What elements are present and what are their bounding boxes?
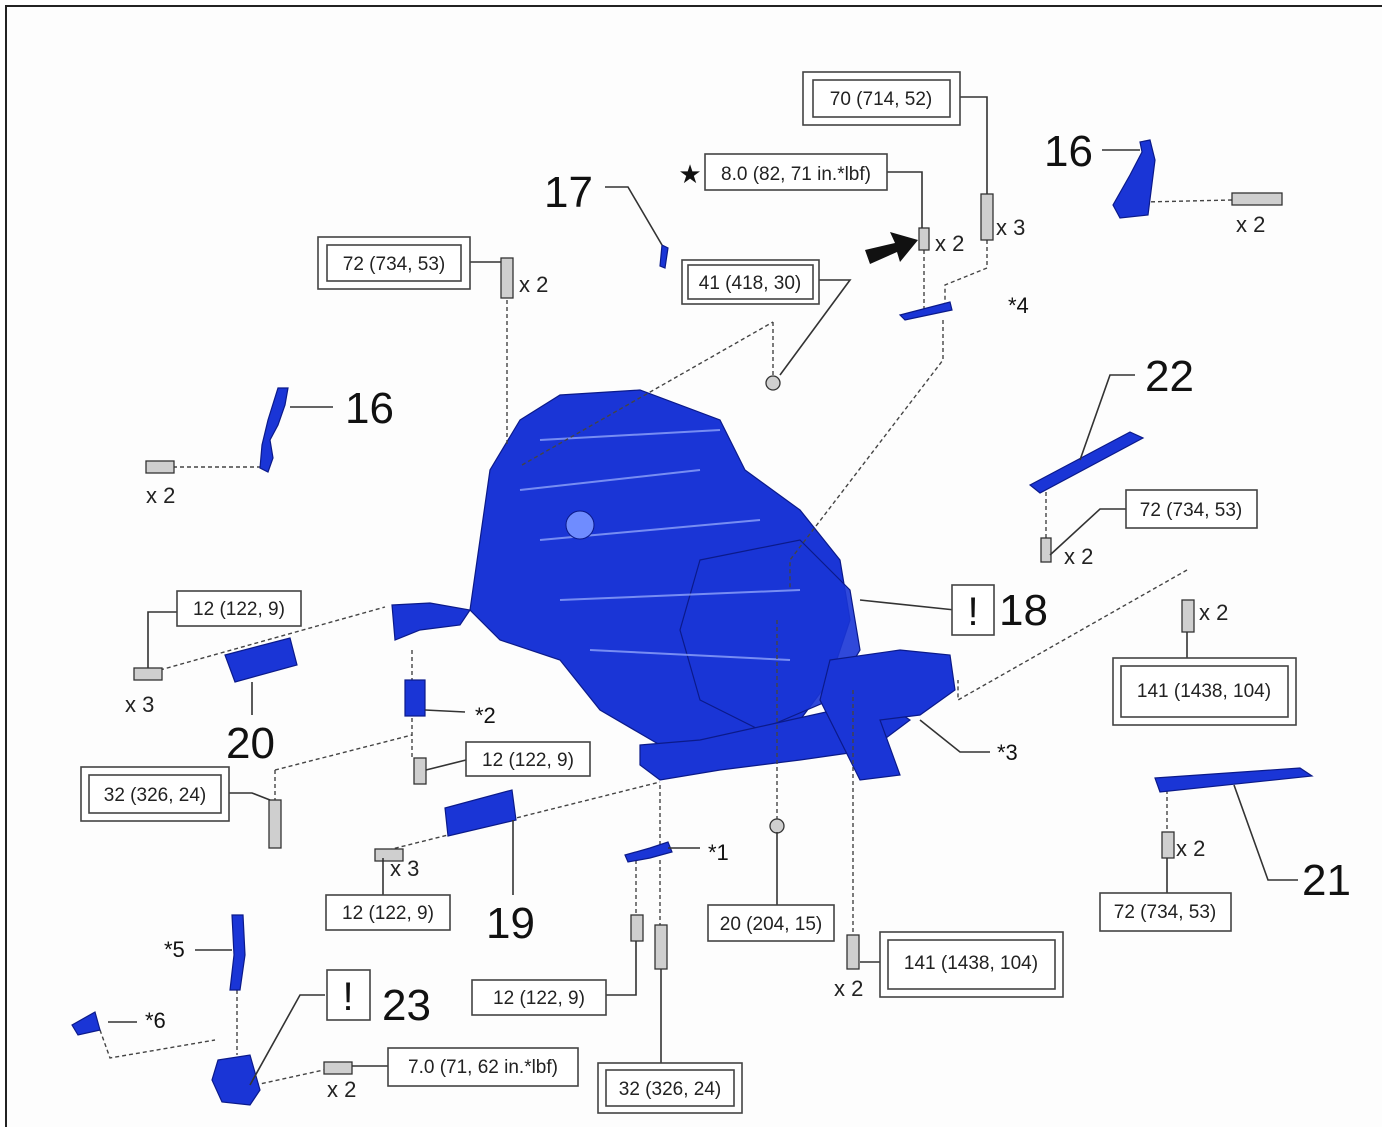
bolt-72-top xyxy=(500,257,514,299)
bolt-12-bottom xyxy=(630,914,644,942)
part-6 xyxy=(71,1011,101,1036)
bolt-141-bottom xyxy=(846,934,860,970)
engine-assembly xyxy=(391,389,956,781)
hook-16-left xyxy=(259,387,289,473)
qty-x3-top: x 3 xyxy=(996,215,1025,240)
torque-7: 7.0 (71, 62 in.*lbf) xyxy=(408,1057,558,1078)
bolt-12-mid xyxy=(413,757,427,785)
left-bracket xyxy=(391,602,472,641)
bar-21 xyxy=(1154,767,1314,793)
quantity-labels: x 3 x 2 x 2 x 2 x 2 x 2 x 2 x 3 x 3 x 2 … xyxy=(125,212,1265,1102)
parts xyxy=(71,139,1314,1106)
part-18: 18 xyxy=(999,586,1048,635)
torque-callouts: 70 (714, 52) 8.0 (82, 71 in.*lbf) ★ 72 (… xyxy=(80,71,1297,1114)
bolt-star xyxy=(918,227,930,251)
qty-x2-22: x 2 xyxy=(1064,544,1093,569)
torque-32-left: 32 (326, 24) xyxy=(104,785,206,806)
note-5: *5 xyxy=(164,937,185,962)
torque-32-bottom: 32 (326, 24) xyxy=(619,1079,721,1100)
bolt-21 xyxy=(1161,831,1175,859)
bolt-22 xyxy=(1040,537,1052,563)
torque-141-right: 141 (1438, 104) xyxy=(1137,681,1271,702)
note-1: *1 xyxy=(708,840,729,865)
bolt-19 xyxy=(374,848,404,862)
insulator-2 xyxy=(404,679,426,717)
hook-16-top xyxy=(1112,139,1156,219)
part-21: 21 xyxy=(1302,856,1351,905)
bolt-70 xyxy=(980,193,994,241)
bracket-1 xyxy=(624,841,673,863)
torque-star: 8.0 (82, 71 in.*lbf) xyxy=(721,164,871,185)
caution-markers: ! ! xyxy=(326,584,995,1021)
note-6: *6 xyxy=(145,1008,166,1033)
torque-20: 20 (204, 15) xyxy=(720,914,822,935)
bolt-32-left xyxy=(268,799,282,849)
part-19: 19 xyxy=(486,899,535,948)
torque-12-left: 12 (122, 9) xyxy=(193,599,285,620)
qty-x2-16top: x 2 xyxy=(1236,212,1265,237)
torque-72-21: 72 (734, 53) xyxy=(1114,902,1216,923)
nut-20 xyxy=(769,818,785,834)
part-17: 17 xyxy=(544,168,593,217)
caution-icon-23: ! xyxy=(342,975,353,1019)
bar-22 xyxy=(1028,431,1145,494)
mount-23 xyxy=(211,1054,261,1106)
arrow-indicator xyxy=(865,232,918,264)
torque-12-19: 12 (122, 9) xyxy=(342,903,434,924)
bolt-16-top xyxy=(1231,192,1283,206)
qty-x2-arrow: x 2 xyxy=(935,231,964,256)
torque-72-22: 72 (734, 53) xyxy=(1140,500,1242,521)
bolt-23 xyxy=(323,1061,353,1075)
part-16-top: 16 xyxy=(1044,127,1093,176)
qty-x2-141b: x 2 xyxy=(834,976,863,1001)
part-22: 22 xyxy=(1145,352,1194,401)
note-3: *3 xyxy=(997,740,1018,765)
mount-19 xyxy=(444,789,517,837)
qty-x2-21: x 2 xyxy=(1176,836,1205,861)
torque-72-top: 72 (734, 53) xyxy=(343,254,445,275)
torque-141-bottom: 141 (1438, 104) xyxy=(904,953,1038,974)
leader-lines xyxy=(108,96,1298,1086)
qty-x2-16left: x 2 xyxy=(146,483,175,508)
bracket-4 xyxy=(898,301,953,321)
torque-70: 70 (714, 52) xyxy=(830,89,932,110)
hose-5 xyxy=(229,914,246,991)
note-markers: *4 *2 *3 *1 *5 *6 xyxy=(145,293,1029,1033)
part-23: 23 xyxy=(382,981,431,1030)
star-icon: ★ xyxy=(678,159,701,189)
part-20: 20 xyxy=(226,719,275,768)
bolt-20 xyxy=(133,667,163,681)
bolt-16-left xyxy=(145,460,175,474)
torque-12-mid: 12 (122, 9) xyxy=(482,750,574,771)
part-numbers: 16 17 16 22 18 20 19 21 23 xyxy=(226,127,1351,1030)
nut-41 xyxy=(765,375,781,391)
part-16-left: 16 xyxy=(345,384,394,433)
caution-icon-18: ! xyxy=(967,590,978,634)
clip-17 xyxy=(659,244,669,269)
qty-x2-141r: x 2 xyxy=(1199,600,1228,625)
bolt-32-bottom xyxy=(654,924,668,970)
qty-x2-72top: x 2 xyxy=(519,272,548,297)
qty-x3-left: x 3 xyxy=(125,692,154,717)
note-4: *4 xyxy=(1008,293,1029,318)
torque-12-bottom: 12 (122, 9) xyxy=(493,988,585,1009)
torque-41: 41 (418, 30) xyxy=(699,273,801,294)
assembly-lines xyxy=(99,199,1233,1086)
bolt-141-right xyxy=(1181,599,1195,633)
note-2: *2 xyxy=(475,703,496,728)
mount-20 xyxy=(224,637,298,683)
right-bracket xyxy=(819,649,956,781)
qty-x2-23: x 2 xyxy=(327,1077,356,1102)
qty-x3-19: x 3 xyxy=(390,856,419,881)
